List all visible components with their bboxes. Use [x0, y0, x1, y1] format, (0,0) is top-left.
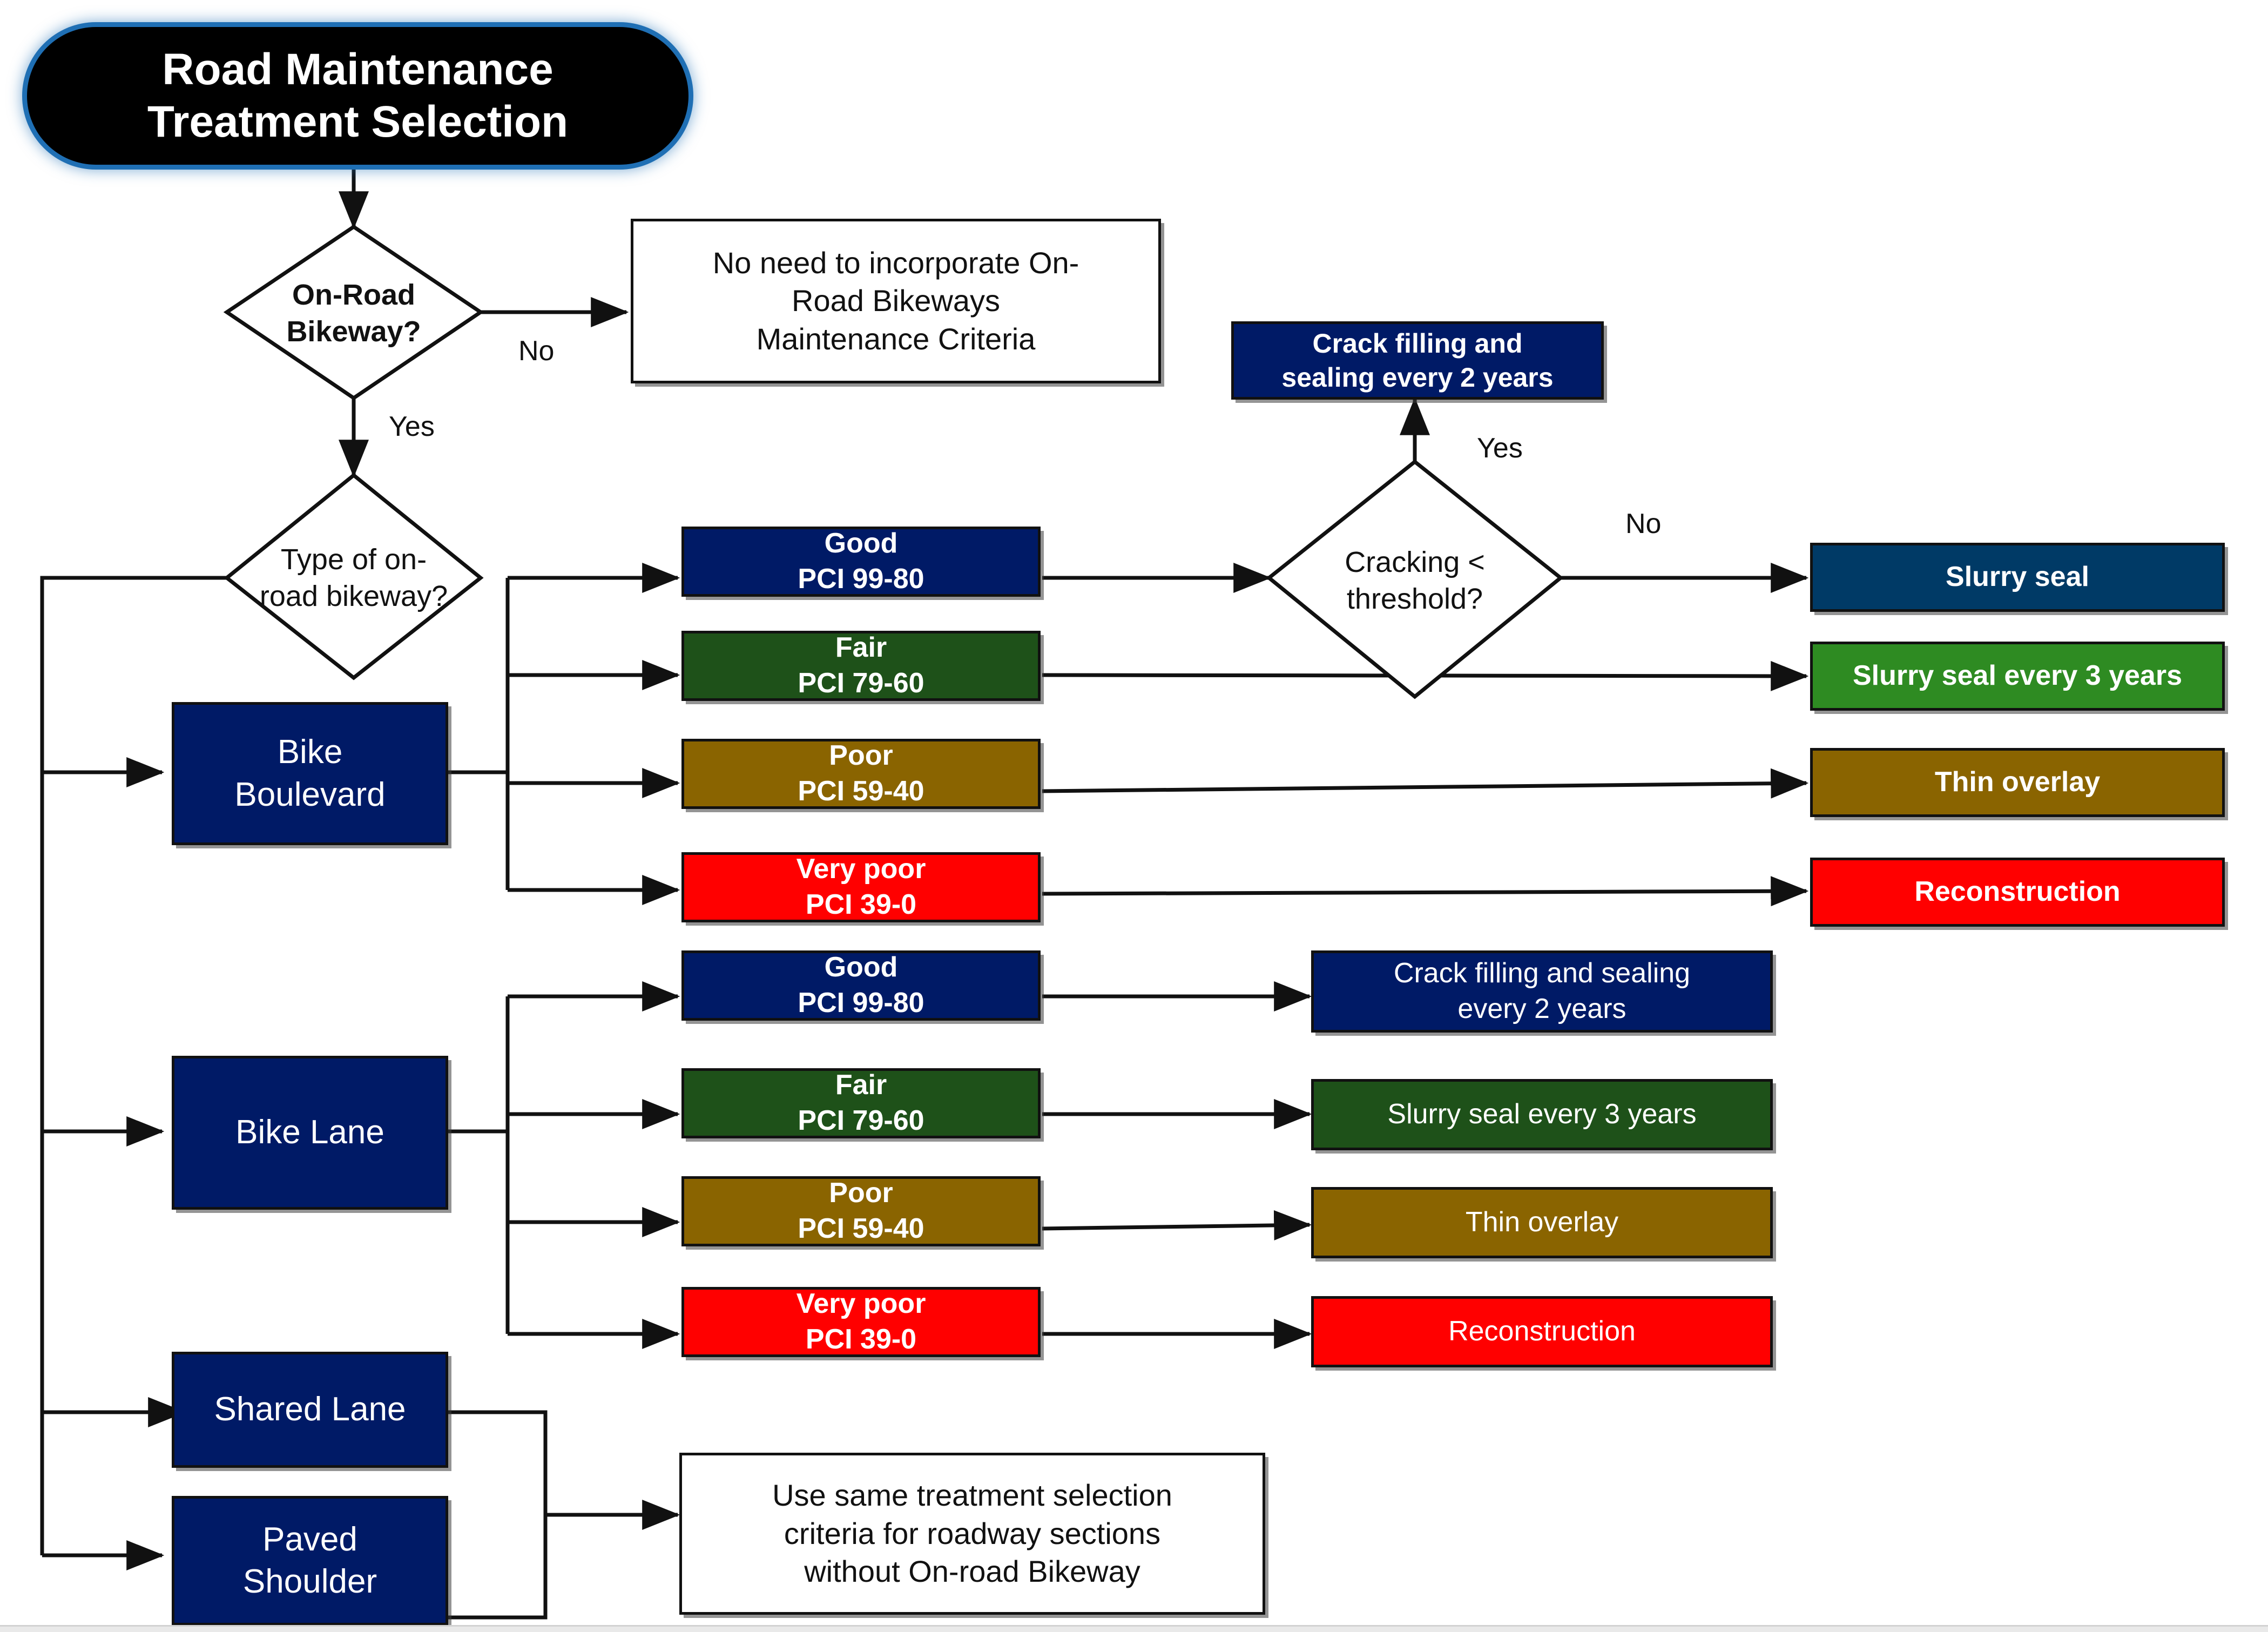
condition-very-poor-2[interactable]: Very poor PCI 39-0 — [681, 1287, 1041, 1357]
condition-fair-2[interactable]: Fair PCI 79-60 — [681, 1068, 1041, 1138]
diamond-on-road-bikeway-shape — [223, 224, 484, 401]
bikeway-type-bike-lane-line1: Bike Lane — [235, 1114, 384, 1151]
note-same-criteria-line3: without On-road Bikeway — [804, 1554, 1140, 1589]
treatment-thin-overlay-2-line1: Thin overlay — [1465, 1206, 1619, 1238]
bikeway-type-paved-shoulder-line1: Paved — [262, 1520, 357, 1558]
page-title-line2: Treatment Selection — [147, 97, 569, 146]
condition-poor-2[interactable]: Poor PCI 59-40 — [681, 1176, 1041, 1246]
bikeway-type-bike-boulevard-line1: Bike — [277, 733, 343, 771]
treatment-reconstruction-1-line1: Reconstruction — [1914, 876, 2121, 908]
decision-type-of-bikeway-line2: road bikeway? — [259, 580, 448, 612]
note-no-bikeway-line1: No need to incorporate On- — [712, 245, 1079, 280]
treatment-thin-overlay-2[interactable]: Thin overlay — [1311, 1187, 1773, 1258]
edge-poor2-to-thin — [1042, 1210, 1312, 1240]
condition-poor-2-pci: PCI 59-40 — [798, 1213, 924, 1244]
bikeway-type-bike-boulevard-line2: Boulevard — [234, 775, 386, 813]
manifold-bikelane — [448, 996, 510, 1334]
note-no-bikeway-line3: Maintenance Criteria — [756, 321, 1036, 356]
condition-good-1-rating: Good — [824, 528, 898, 559]
treatment-slurry-seal[interactable]: Slurry seal — [1810, 543, 2225, 612]
treatment-crack-filling-1[interactable]: Crack filling and sealing every 2 years — [1231, 321, 1604, 400]
condition-fair-1-pci: PCI 79-60 — [798, 667, 924, 699]
decision-on-road-bikeway-line1: On-Road — [292, 278, 415, 311]
condition-very-poor-2-rating: Very poor — [796, 1288, 926, 1320]
treatment-slurry-seal-3yr-1[interactable]: Slurry seal every 3 years — [1810, 642, 2225, 711]
treatment-crack-filling-1-line2: sealing every 2 years — [1281, 362, 1554, 393]
condition-fair-2-pci: PCI 79-60 — [798, 1105, 924, 1136]
treatment-crack-filling-2[interactable]: Crack filling and sealing every 2 years — [1311, 950, 1773, 1033]
bikeway-type-bike-lane[interactable]: Bike Lane — [172, 1056, 448, 1210]
manifold-shared-paved — [448, 1410, 548, 1620]
treatment-slurry-seal-3yr-1-line1: Slurry seal every 3 years — [1852, 660, 2183, 692]
note-same-criteria-line2: criteria for roadway sections — [784, 1516, 1161, 1550]
condition-good-1-pci: PCI 99-80 — [798, 563, 924, 595]
diamond-type-of-bikeway-shape — [224, 473, 484, 680]
note-no-bikeway-line2: Road Bikeways — [792, 284, 1000, 318]
treatment-slurry-seal-3yr-2[interactable]: Slurry seal every 3 years — [1311, 1079, 1773, 1150]
treatment-thin-overlay-1[interactable]: Thin overlay — [1810, 748, 2225, 817]
decision-cracking-threshold[interactable]: Cracking < threshold? — [1280, 518, 1550, 643]
spine-bikeway-types — [40, 576, 227, 1555]
condition-fair-1-rating: Fair — [835, 632, 887, 664]
treatment-slurry-seal-3yr-2-line1: Slurry seal every 3 years — [1387, 1098, 1697, 1130]
condition-poor-2-rating: Poor — [829, 1177, 893, 1209]
bikeway-type-bike-boulevard[interactable]: Bike Boulevard — [172, 702, 448, 845]
condition-very-poor-1[interactable]: Very poor PCI 39-0 — [681, 852, 1041, 922]
decision-type-of-bikeway[interactable]: Type of on- road bikeway? — [227, 516, 481, 640]
condition-fair-1[interactable]: Fair PCI 79-60 — [681, 631, 1041, 701]
treatment-crack-filling-1-line1: Crack filling and — [1312, 328, 1523, 359]
diamond-cracking-threshold-shape — [1266, 459, 1564, 699]
treatment-reconstruction-2-line1: Reconstruction — [1448, 1316, 1636, 1347]
condition-poor-1-rating: Poor — [829, 740, 893, 772]
page-title: Road Maintenance Treatment Selection — [27, 27, 688, 165]
treatment-thin-overlay-1-line1: Thin overlay — [1934, 766, 2101, 798]
footer-divider — [0, 1625, 2268, 1632]
page-title-line1: Road Maintenance — [162, 44, 554, 94]
edge-label-yes-bikeway: Yes — [389, 411, 435, 442]
condition-very-poor-1-rating: Very poor — [796, 853, 926, 885]
note-same-criteria-line1: Use same treatment selection — [772, 1478, 1172, 1513]
note-no-bikeway: No need to incorporate On- Road Bikeways… — [631, 219, 1161, 383]
treatment-slurry-seal-line1: Slurry seal — [1946, 561, 2089, 593]
treatment-crack-filling-2-line2: every 2 years — [1457, 993, 1626, 1024]
decision-on-road-bikeway-line2: Bikeway? — [286, 315, 421, 348]
decision-cracking-threshold-line1: Cracking < — [1345, 545, 1485, 578]
condition-poor-1[interactable]: Poor PCI 59-40 — [681, 739, 1041, 809]
bikeway-type-shared-lane[interactable]: Shared Lane — [172, 1352, 448, 1468]
edge-verypoor1-to-recon — [1042, 876, 1809, 907]
treatment-reconstruction-1[interactable]: Reconstruction — [1810, 858, 2225, 927]
condition-very-poor-1-pci: PCI 39-0 — [805, 889, 917, 920]
edge-poor1-to-thin — [1042, 768, 1809, 799]
bikeway-type-shared-lane-line1: Shared Lane — [214, 1391, 406, 1428]
note-same-criteria: Use same treatment selection criteria fo… — [679, 1453, 1265, 1615]
condition-good-2-pci: PCI 99-80 — [798, 987, 924, 1019]
condition-good-1[interactable]: Good PCI 99-80 — [681, 527, 1041, 597]
treatment-reconstruction-2[interactable]: Reconstruction — [1311, 1296, 1773, 1367]
condition-fair-2-rating: Fair — [835, 1069, 887, 1101]
bikeway-type-paved-shoulder[interactable]: Paved Shoulder — [172, 1496, 448, 1626]
edge-label-no-cracking: No — [1625, 508, 1662, 539]
manifold-boulevard — [448, 578, 510, 890]
edge-label-no-bikeway: No — [518, 335, 555, 367]
condition-poor-1-pci: PCI 59-40 — [798, 775, 924, 807]
decision-cracking-threshold-line2: threshold? — [1346, 583, 1483, 615]
bikeway-type-paved-shoulder-line2: Shoulder — [242, 1563, 377, 1600]
condition-very-poor-2-pci: PCI 39-0 — [805, 1324, 917, 1355]
decision-on-road-bikeway[interactable]: On-Road Bikeway? — [232, 254, 475, 373]
treatment-crack-filling-2-line1: Crack filling and sealing — [1393, 957, 1691, 989]
edge-label-yes-cracking: Yes — [1477, 433, 1523, 464]
condition-good-2-rating: Good — [824, 952, 898, 983]
decision-type-of-bikeway-line1: Type of on- — [280, 543, 427, 576]
condition-good-2[interactable]: Good PCI 99-80 — [681, 950, 1041, 1021]
